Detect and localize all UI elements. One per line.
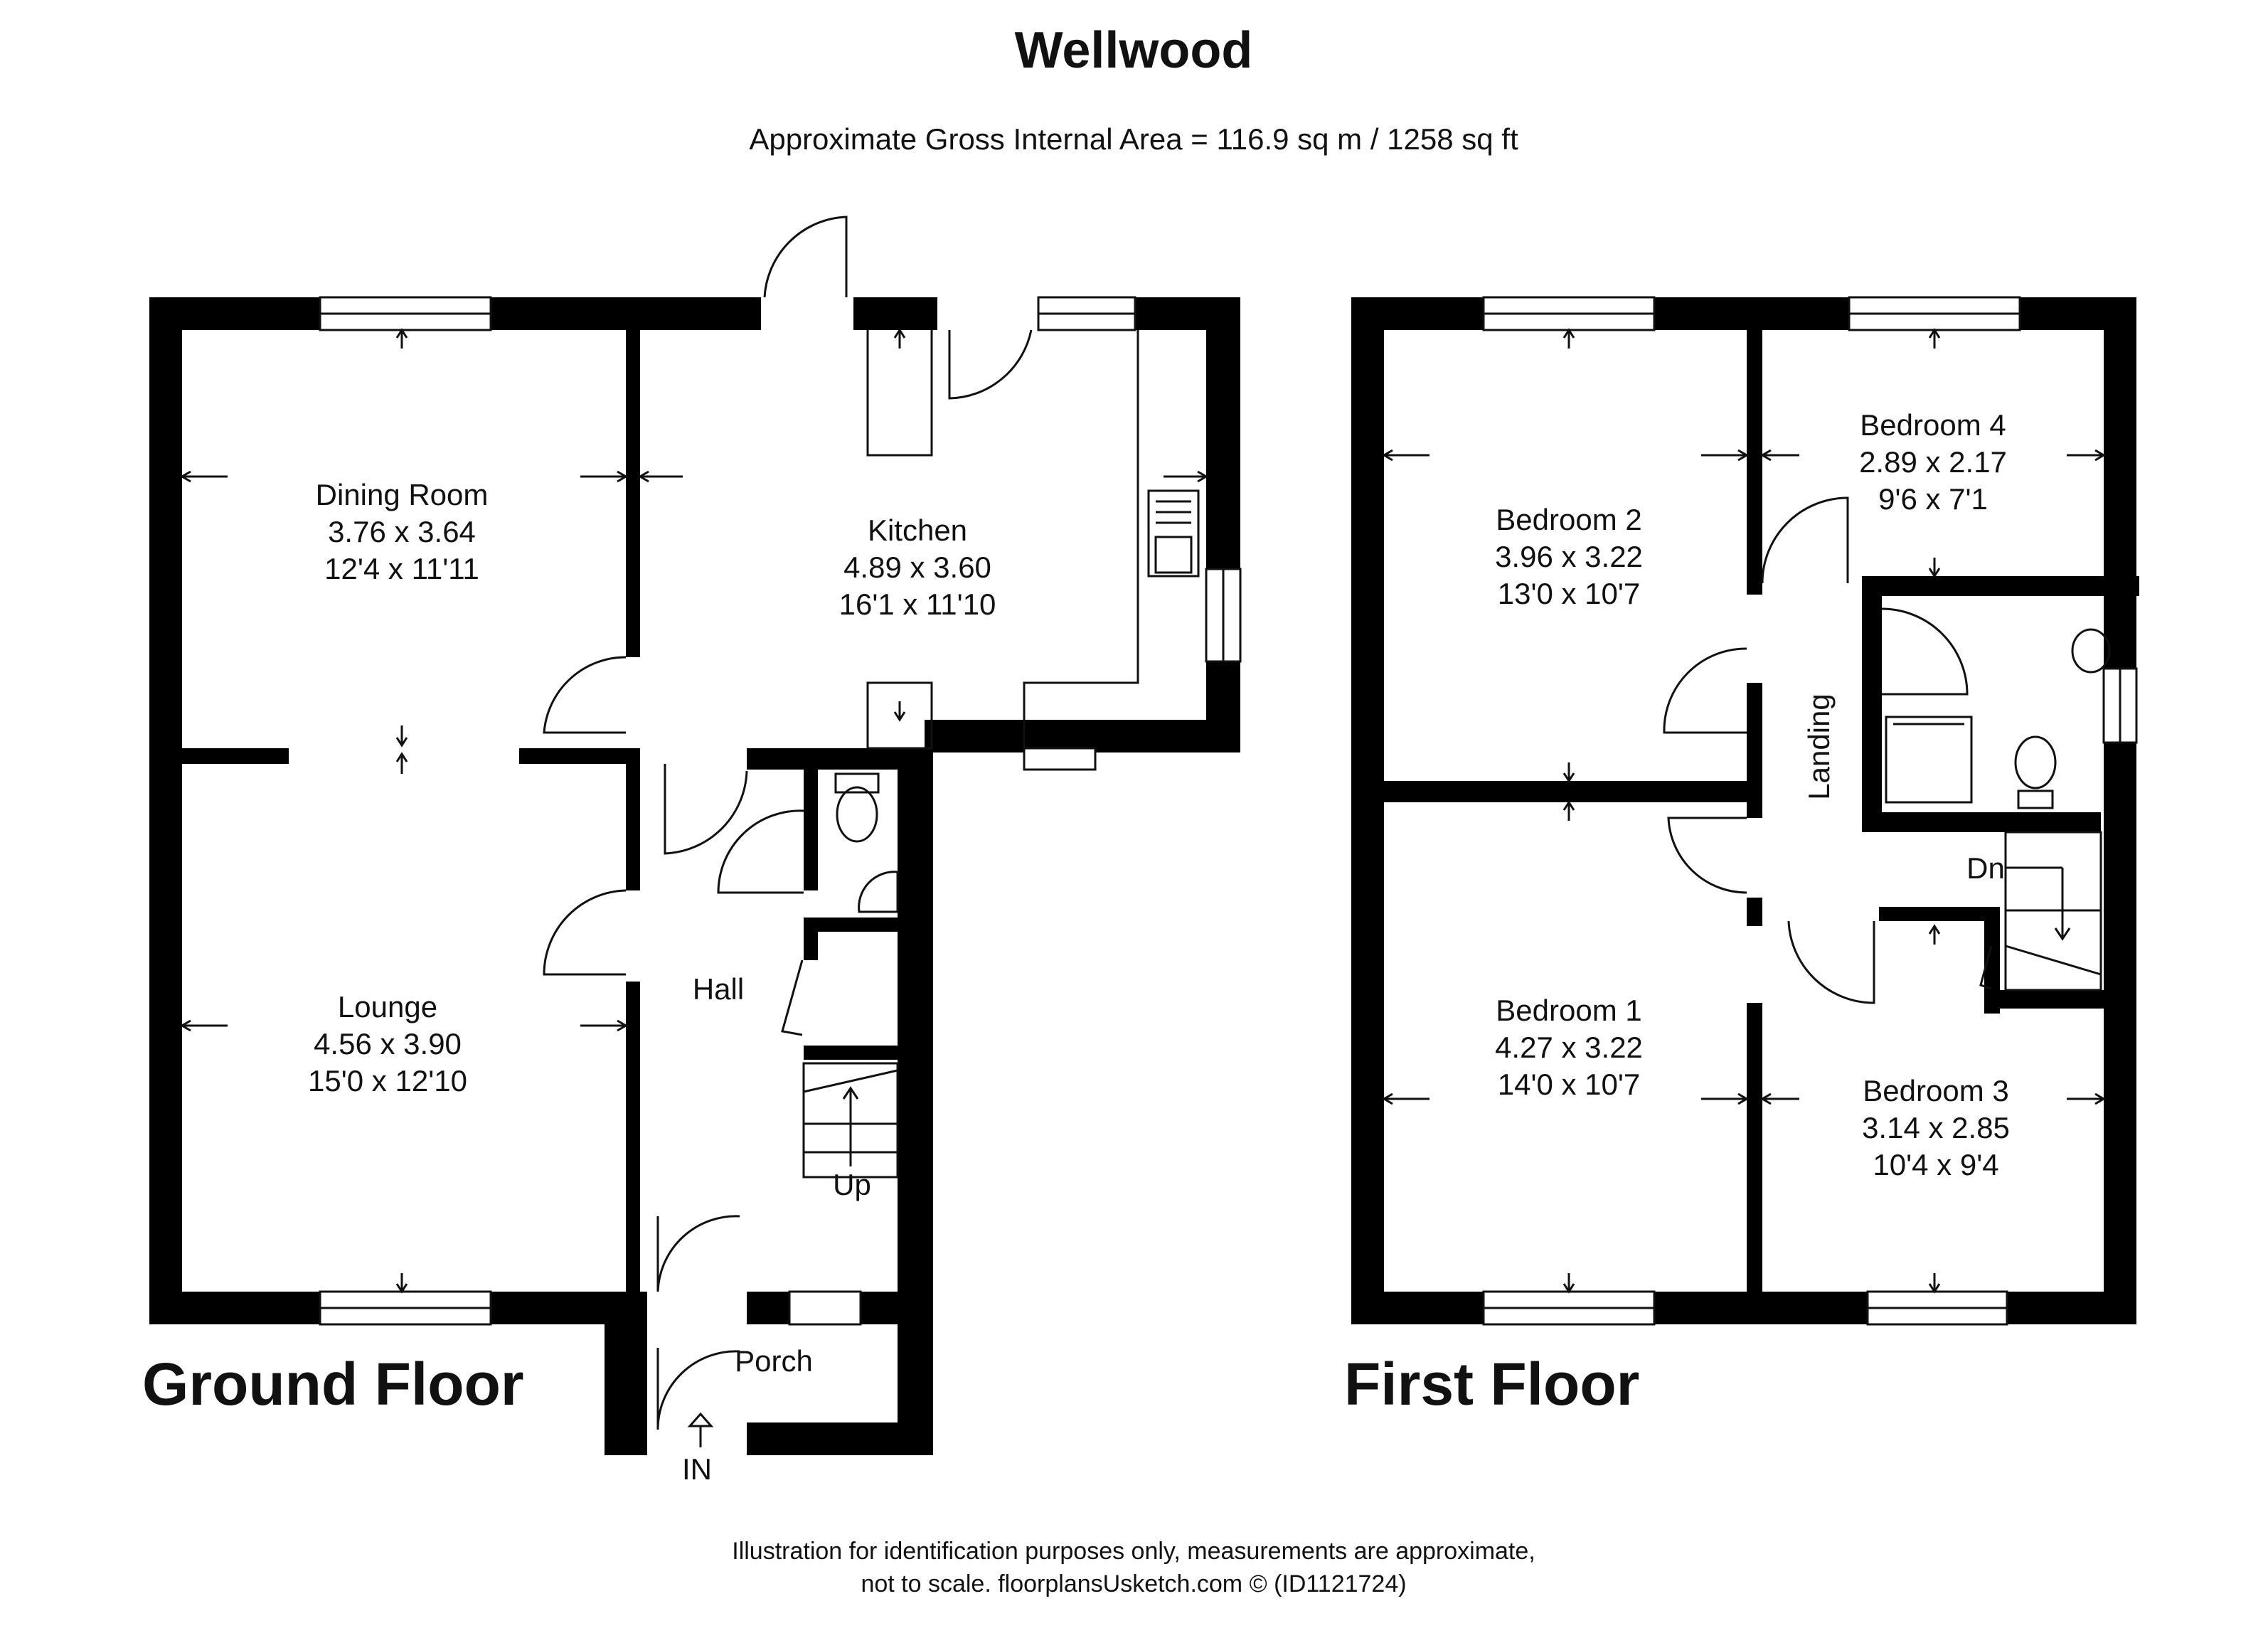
ground-floor-plan bbox=[149, 216, 1242, 1455]
room-metric-kitchen: 4.89 x 3.60 bbox=[843, 551, 991, 584]
landing-label: Landing bbox=[1802, 693, 1836, 799]
room-metric-bed4: 2.89 x 2.17 bbox=[1859, 445, 2007, 479]
room-imperial-bed2: 13'0 x 10'7 bbox=[1498, 577, 1641, 610]
room-imperial-bed4: 9'6 x 7'1 bbox=[1878, 482, 1988, 516]
room-metric-dining: 3.76 x 3.64 bbox=[328, 515, 476, 548]
room-name-bed4: Bedroom 4 bbox=[1860, 408, 2006, 442]
room-metric-bed1: 4.27 x 3.22 bbox=[1495, 1031, 1643, 1064]
hall-label: Hall bbox=[693, 972, 744, 1006]
room-imperial-kitchen: 16'1 x 11'10 bbox=[839, 587, 996, 621]
ground-floor-title: Ground Floor bbox=[142, 1351, 524, 1418]
first-floor-title: First Floor bbox=[1344, 1351, 1639, 1418]
gross-area: Approximate Gross Internal Area = 116.9 … bbox=[749, 122, 1518, 156]
stairs-down-label: Dn bbox=[1966, 851, 2005, 885]
plan-title: Wellwood bbox=[1015, 22, 1253, 79]
room-imperial-bed3: 10'4 x 9'4 bbox=[1873, 1148, 1998, 1181]
room-name-lounge: Lounge bbox=[338, 990, 437, 1023]
room-imperial-bed1: 14'0 x 10'7 bbox=[1498, 1068, 1641, 1101]
room-name-bed2: Bedroom 2 bbox=[1496, 503, 1641, 536]
room-imperial-dining: 12'4 x 11'11 bbox=[324, 552, 479, 585]
porch-label: Porch bbox=[735, 1344, 813, 1378]
room-name-kitchen: Kitchen bbox=[868, 514, 967, 547]
first-floor-plan bbox=[1351, 296, 2139, 1326]
room-name-dining: Dining Room bbox=[316, 478, 489, 511]
disclaimer-line-1: Illustration for identification purposes… bbox=[732, 1538, 1535, 1565]
disclaimer-line-2: not to scale. floorplansUsketch.com © (I… bbox=[861, 1570, 1406, 1597]
entrance-label: IN bbox=[682, 1452, 712, 1486]
room-name-bed3: Bedroom 3 bbox=[1863, 1074, 2008, 1107]
room-metric-bed2: 3.96 x 3.22 bbox=[1495, 540, 1643, 573]
room-metric-lounge: 4.56 x 3.90 bbox=[314, 1027, 462, 1060]
stairs-up-label: Up bbox=[833, 1168, 871, 1201]
room-imperial-lounge: 15'0 x 12'10 bbox=[308, 1064, 467, 1097]
room-name-bed1: Bedroom 1 bbox=[1496, 994, 1641, 1027]
room-metric-bed3: 3.14 x 2.85 bbox=[1862, 1111, 2010, 1144]
